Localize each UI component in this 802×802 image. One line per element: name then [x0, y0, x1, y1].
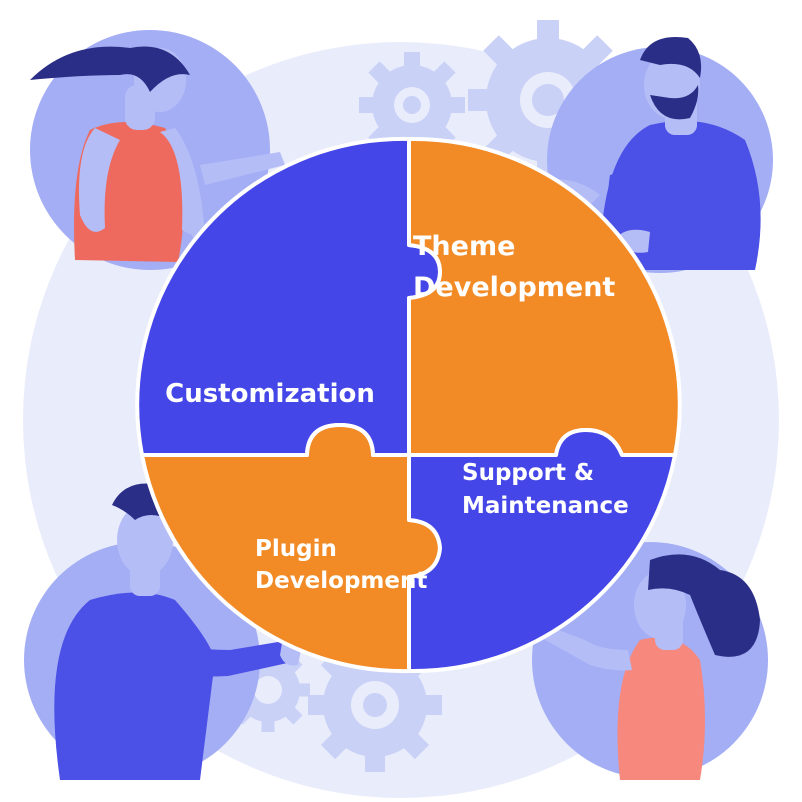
label-theme-line-1: Theme — [413, 231, 515, 262]
label-plugin-line-2: Development — [255, 568, 427, 594]
label-plugin-line-1: Plugin — [255, 536, 337, 562]
label-theme-line-2: Development — [413, 272, 615, 303]
label-support-maintenance: Support & Maintenance — [462, 460, 629, 519]
label-support-line-2: Maintenance — [462, 493, 629, 519]
label-theme-development: Theme Development — [413, 231, 615, 303]
puzzle-circle: Customization Theme Development Support … — [135, 136, 682, 674]
person-woman-icon — [30, 46, 285, 262]
label-plugin-development: Plugin Development — [255, 536, 427, 594]
person-man-bearded-icon — [540, 36, 761, 270]
label-customization: Customization — [165, 379, 375, 409]
label-support-line-1: Support & — [462, 460, 594, 486]
person-woman-icon — [540, 554, 760, 780]
puzzle-piece-support[interactable] — [407, 428, 677, 674]
